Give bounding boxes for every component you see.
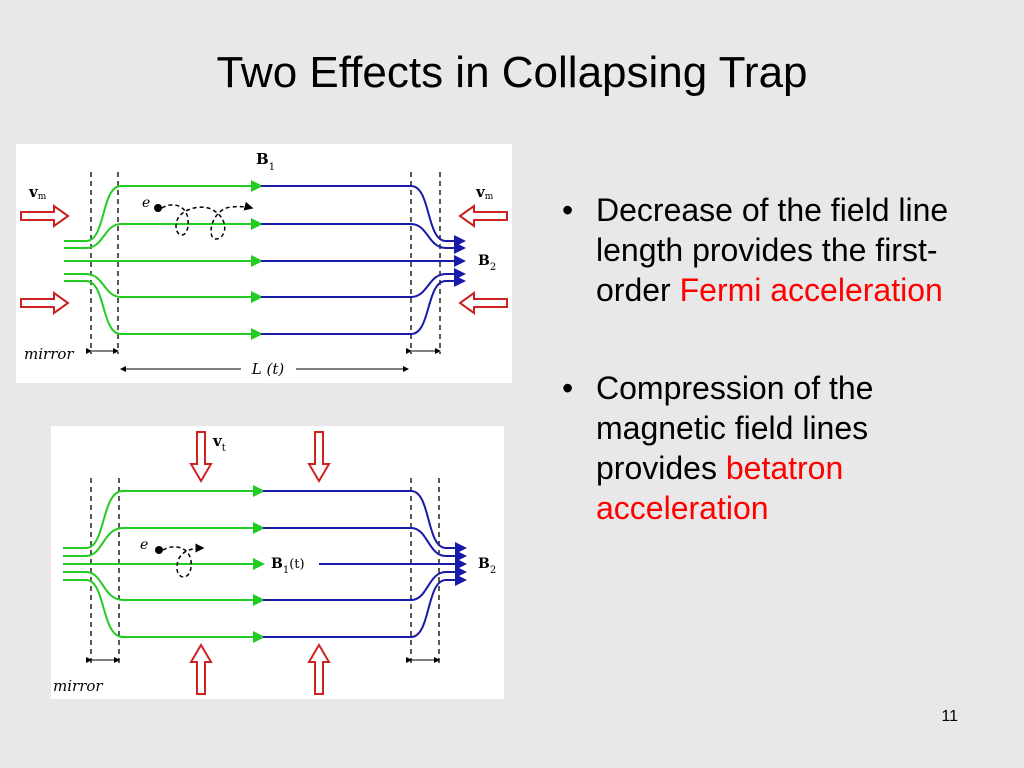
field-lines-green [64,180,263,340]
arrow-right-bottom [20,291,70,315]
label-vm-left: vm [28,183,47,202]
electron-trajectory [155,543,205,578]
figure-fermi-trap: B1 vm vm e B2 mirror L (t) [16,144,512,383]
label-b2: B2 [478,253,496,273]
bullet-marker: • [562,192,574,228]
bullet-list: • Decrease of the field line length prov… [556,190,996,528]
dimension-lines [86,348,441,372]
arrow-up-right [307,643,331,695]
figure-betatron-trap: vt e B1(t) B2 mirror [51,426,504,699]
bullet-betatron: • Compression of the magnetic field line… [556,368,996,528]
arrow-right-top [20,204,70,228]
label-b2: B2 [478,556,496,576]
bullet-highlight: betatron acceleration [596,450,844,526]
bullet-highlight: Fermi acceleration [679,272,943,308]
arrow-up-left [189,643,213,695]
label-mirror: mirror [53,677,103,695]
fermi-trap-diagram: B1 vm vm e B2 mirror L (t) [20,150,508,378]
slide-title: Two Effects in Collapsing Trap [216,48,808,97]
mirror-motion-arrows [20,204,508,315]
label-mirror: mirror [24,345,74,363]
betatron-trap-diagram: vt e B1(t) B2 mirror [53,431,496,695]
label-vt: vt [212,432,226,454]
field-lines-blue [263,490,467,638]
field-lines-blue [261,185,466,335]
label-vm-right: vm [475,183,494,202]
bullet-fermi: • Decrease of the field line length prov… [556,190,996,310]
field-lines-green [63,485,265,643]
label-electron: e [140,537,148,553]
bullet-text: Compression of the magnetic field lines … [596,370,874,486]
label-electron: e [142,195,150,211]
bullet-marker: • [562,370,574,406]
arrow-left-top [458,204,508,228]
label-b1: B1(t) [271,556,305,576]
label-b1: B1 [256,150,275,173]
electron-trajectory [154,201,254,240]
bullet-text: Decrease of the field line length provid… [596,192,949,308]
arrow-down-left [189,431,213,483]
arrow-down-right [307,431,331,483]
arrow-left-bottom [458,291,508,315]
label-length: L (t) [251,360,285,378]
mirror-boundaries [90,172,441,354]
page-number: 11 [941,708,958,725]
compression-arrows [189,431,331,695]
